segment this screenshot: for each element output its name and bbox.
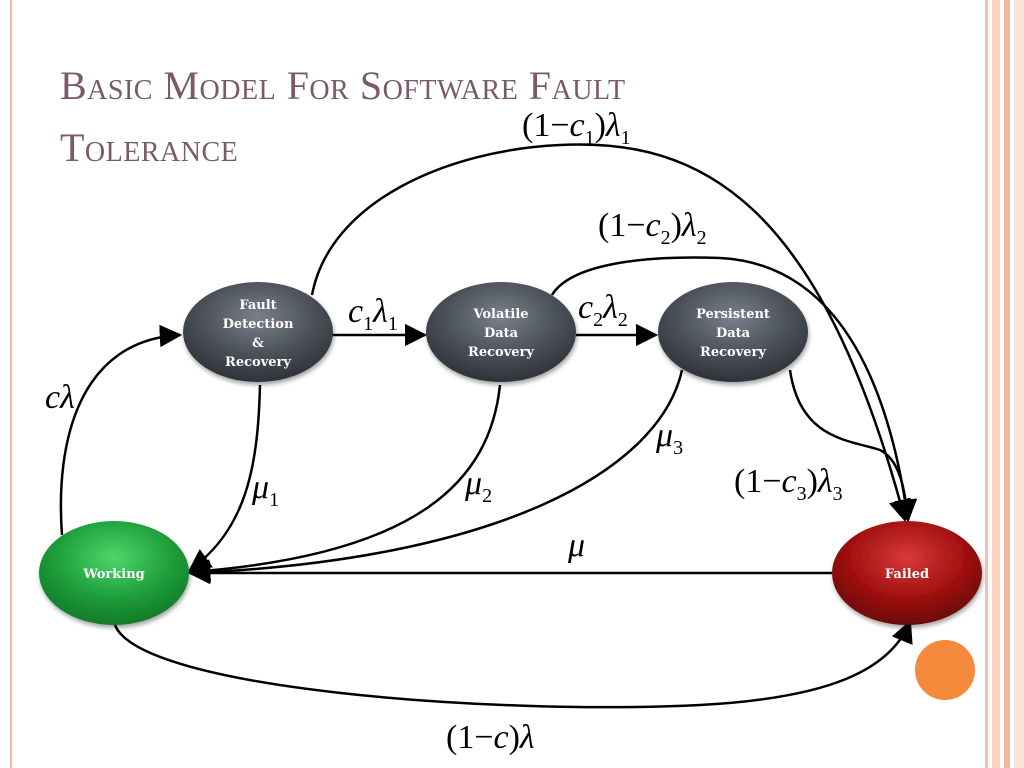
slide-title: Basic Model For Software Fault Tolerance [60,55,626,179]
svg-text:Fault: Fault [239,298,276,313]
label-one-minus-c-lambda: (1−c)λ [446,719,535,756]
title-line-2: Tolerance [60,125,239,170]
svg-text:Failed: Failed [885,567,929,582]
node-volatile-data-recovery: Volatile Data Recovery [426,282,576,382]
edge-volatile-to-failed [550,256,917,523]
svg-text:Recovery: Recovery [225,355,291,370]
svg-text:Volatile: Volatile [472,307,528,322]
edge-working-to-failed-bottom [113,619,913,709]
label-mu: μ [567,527,585,564]
edge-volatile-to-working [187,384,502,582]
label-one-minus-c2-lambda2: (1−c2)λ2 [598,207,707,249]
node-fault-detection: Fault Detection & Recovery [183,282,333,382]
svg-text:Persistent: Persistent [696,307,770,322]
svg-text:&: & [252,336,264,351]
label-c2-lambda2: c2λ2 [578,289,628,331]
svg-text:Data: Data [716,326,751,341]
slide-right-border [980,0,1024,768]
svg-text:Detection: Detection [223,317,294,332]
title-line-1: Basic Model For Software Fault [60,63,626,108]
svg-text:Data: Data [484,326,519,341]
svg-text:Recovery: Recovery [468,345,534,360]
edge-persistent-to-working [187,369,684,584]
label-one-minus-c1-lambda1: (1−c1)λ1 [522,107,631,149]
slide-left-border [10,0,12,768]
node-failed: Failed [832,521,982,625]
label-mu2: μ2 [464,465,492,507]
node-persistent-data-recovery: Persistent Data Recovery [658,282,808,382]
svg-text:Recovery: Recovery [700,345,766,360]
edge-working-to-fault [59,324,183,536]
edge-persistent-to-failed [788,369,918,523]
label-mu3: μ3 [655,417,683,459]
label-mu1: μ1 [251,469,279,511]
node-working: Working [39,521,189,625]
decorative-orange-circle [915,640,975,700]
edge-fault-to-working [188,384,262,572]
label-c1-lambda1: c1λ1 [348,293,398,335]
svg-text:Working: Working [82,567,145,582]
label-one-minus-c3-lambda3: (1−c3)λ3 [734,463,843,505]
label-c-lambda: cλ [45,379,75,416]
